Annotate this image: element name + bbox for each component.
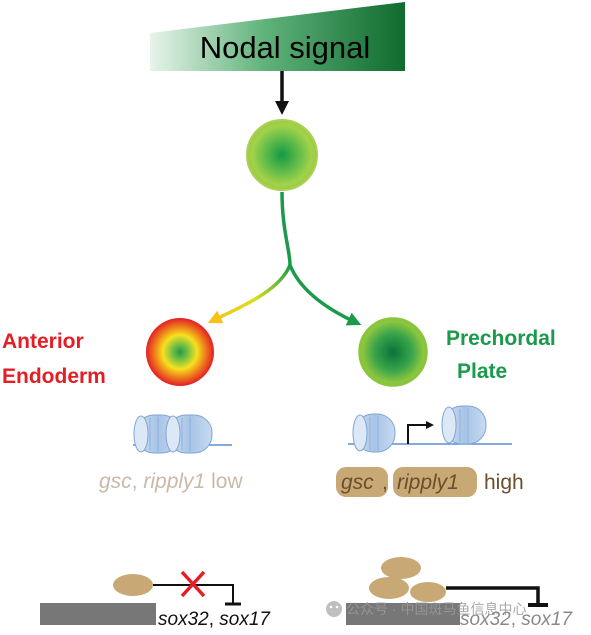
nodal-gradient-wedge bbox=[150, 2, 405, 71]
anterior-endoderm-label-line1: Anterior bbox=[2, 330, 84, 353]
prechordal-plate-cell bbox=[358, 317, 428, 387]
expression-high-level: high bbox=[484, 471, 524, 494]
wechat-icon bbox=[326, 601, 342, 617]
left-protein bbox=[113, 574, 153, 596]
repression-blocked-icon bbox=[180, 570, 206, 598]
anterior-endoderm-cell bbox=[146, 318, 214, 386]
progenitor-cell bbox=[246, 119, 318, 191]
right-repression-line bbox=[446, 586, 540, 604]
left-target-genes: sox32, sox17 bbox=[158, 609, 271, 630]
right-regulation bbox=[346, 557, 548, 625]
branch-stem bbox=[280, 191, 292, 266]
right-protein-top bbox=[381, 557, 421, 579]
left-regulation bbox=[40, 570, 241, 625]
expression-low-label: gsc, ripply1 low bbox=[99, 470, 243, 493]
expression-high-gene2: ripply1 bbox=[397, 471, 459, 494]
expression-high-sep: , bbox=[382, 471, 388, 494]
arrow-to-anterior-endoderm bbox=[207, 264, 292, 324]
closed-chromatin bbox=[133, 414, 232, 454]
left-repression-line bbox=[153, 584, 234, 603]
arrow-to-prechordal-plate bbox=[288, 264, 362, 326]
watermark: 公众号 · 中国斑马鱼信息中心 bbox=[326, 601, 526, 617]
transcription-start-arrow bbox=[407, 421, 434, 444]
right-protein-right bbox=[410, 582, 446, 602]
left-dna-bar bbox=[40, 603, 156, 625]
right-dna-bar bbox=[346, 603, 460, 625]
anterior-endoderm-label-line2: Endoderm bbox=[2, 365, 106, 388]
watermark-text: 公众号 · 中国斑马鱼信息中心 bbox=[346, 601, 526, 617]
open-chromatin bbox=[348, 405, 512, 453]
expression-high-gene1: gsc bbox=[341, 471, 374, 494]
ripply1-protein-box bbox=[393, 467, 477, 497]
right-target-genes: sox32, sox17 bbox=[460, 609, 573, 630]
gsc-protein-box bbox=[336, 467, 388, 497]
prechordal-plate-label-line1: Prechordal bbox=[446, 327, 556, 350]
nodal-signal-label: Nodal signal bbox=[200, 30, 371, 65]
prechordal-plate-label-line2: Plate bbox=[457, 360, 507, 383]
right-protein-left bbox=[369, 577, 409, 599]
